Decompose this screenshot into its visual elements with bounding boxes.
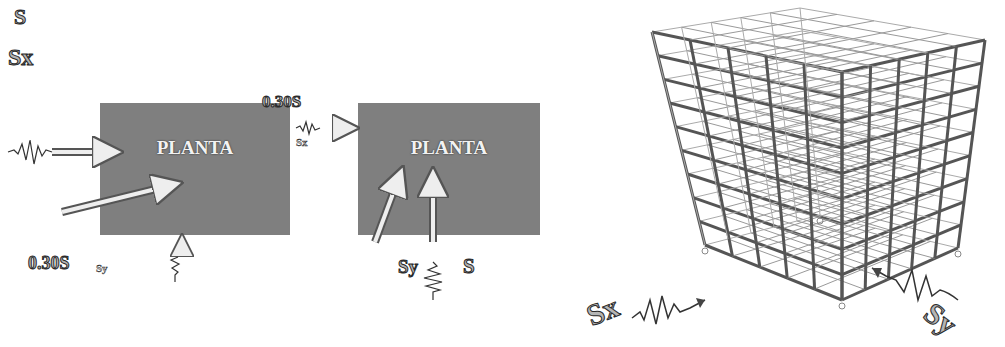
seismic-label: S bbox=[463, 254, 475, 279]
seismic-label: Sy bbox=[918, 296, 964, 342]
plan-label: PLANTA bbox=[100, 137, 290, 159]
plan-label: PLANTA bbox=[358, 137, 540, 159]
seismic-label: 0.30S bbox=[262, 92, 301, 112]
seismic-label: 0.30S bbox=[28, 253, 70, 274]
seismic-label: Sx bbox=[296, 136, 308, 148]
plan-box: PLANTA bbox=[100, 103, 290, 235]
seismic-label: Sy bbox=[398, 256, 418, 278]
seismic-label: S bbox=[14, 4, 26, 30]
seismic-label: Sx bbox=[8, 44, 33, 71]
seismic-label: Sy bbox=[96, 262, 108, 274]
seismic-label: Sx bbox=[582, 289, 624, 332]
